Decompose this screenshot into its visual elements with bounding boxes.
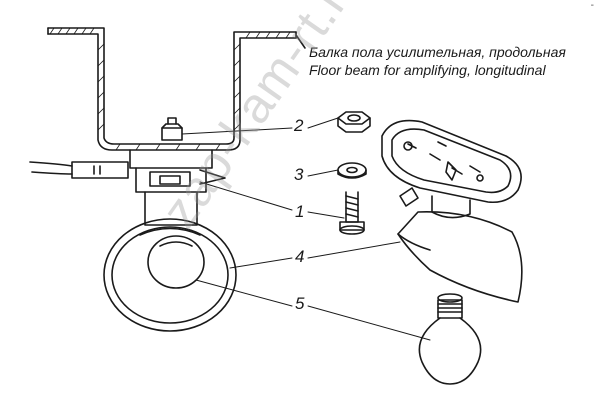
callout-1: 1	[295, 202, 305, 221]
part-5-bulb	[418, 293, 482, 385]
beam-leader-line	[295, 34, 306, 49]
leader-2-a	[181, 127, 293, 135]
floor-beam	[47, 27, 297, 151]
part-1-screw	[339, 191, 365, 235]
lamp-shade-side	[397, 211, 523, 303]
lamp-base-plate	[381, 119, 522, 219]
part-2-nut	[337, 111, 371, 133]
leader-4-a	[229, 257, 293, 269]
corner-mark: -	[590, 0, 594, 11]
callout-5: 5	[295, 294, 305, 313]
lamp-shade-front	[103, 218, 237, 332]
bulb-front	[147, 235, 205, 289]
leader-4-b	[307, 241, 401, 259]
callout-2: 2	[294, 116, 304, 135]
leader-3	[307, 169, 339, 177]
part-3-washer	[337, 162, 367, 179]
lamp-holder	[129, 149, 226, 226]
wire	[29, 161, 129, 179]
leader-lines	[181, 117, 431, 341]
leader-5-a	[195, 279, 293, 307]
leader-1-a	[199, 181, 293, 211]
leader-5-b	[307, 305, 431, 341]
leader-2-b	[307, 117, 339, 129]
top-nut	[161, 117, 183, 141]
beam-label-en: Floor beam for amplifying, longitudinal	[309, 62, 546, 78]
leader-1-b	[307, 211, 345, 219]
callout-4: 4	[295, 247, 305, 266]
callout-3: 3	[294, 165, 304, 184]
beam-label-ru: Балка пола усилительная, продольная	[309, 44, 566, 60]
